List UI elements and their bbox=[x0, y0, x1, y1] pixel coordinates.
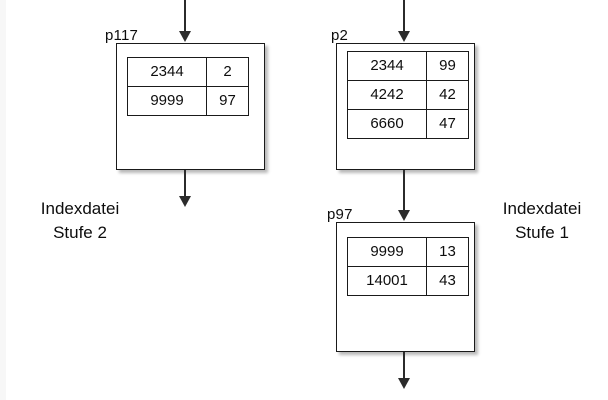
caption-right-line1: Indexdatei bbox=[502, 199, 582, 218]
page-label-p117: p117 bbox=[105, 27, 139, 44]
arrow-out-of-p117-head bbox=[179, 196, 191, 207]
entry-key: 2344 bbox=[347, 51, 427, 81]
entry-value: 2 bbox=[206, 57, 249, 87]
entry-value: 47 bbox=[426, 109, 469, 139]
caption-left-line2: Stufe 2 bbox=[53, 223, 107, 242]
entry-key: 9999 bbox=[127, 86, 207, 116]
entry-key: 6660 bbox=[347, 109, 427, 139]
table-row[interactable]: 9999 13 bbox=[347, 237, 469, 267]
entry-key: 9999 bbox=[347, 237, 427, 267]
page-label-p97: p97 bbox=[327, 206, 353, 223]
entry-key: 14001 bbox=[347, 266, 427, 296]
table-row[interactable]: 9999 97 bbox=[127, 86, 249, 116]
caption-right: Indexdatei Stufe 1 bbox=[487, 197, 597, 245]
arrow-into-p2-head bbox=[398, 31, 410, 42]
caption-left-line1: Indexdatei bbox=[40, 199, 120, 218]
caption-left: Indexdatei Stufe 2 bbox=[20, 197, 140, 245]
entry-table-p117: 2344 2 9999 97 bbox=[127, 57, 249, 116]
table-row[interactable]: 14001 43 bbox=[347, 266, 469, 296]
entry-value: 99 bbox=[426, 51, 469, 81]
arrow-out-of-p97-shaft bbox=[403, 352, 405, 380]
table-row[interactable]: 4242 42 bbox=[347, 80, 469, 110]
table-row[interactable]: 6660 47 bbox=[347, 109, 469, 139]
arrow-out-of-p117-shaft bbox=[184, 170, 186, 198]
entry-key: 2344 bbox=[127, 57, 207, 87]
entry-value: 42 bbox=[426, 80, 469, 110]
arrow-into-p2-shaft bbox=[403, 0, 405, 33]
page-edge-strip bbox=[0, 0, 6, 400]
entry-value: 97 bbox=[206, 86, 249, 116]
arrow-into-p117-shaft bbox=[184, 0, 186, 33]
table-row[interactable]: 2344 2 bbox=[127, 57, 249, 87]
arrow-p2-to-p97-head bbox=[398, 210, 410, 221]
entry-value: 13 bbox=[426, 237, 469, 267]
caption-right-line2: Stufe 1 bbox=[515, 223, 569, 242]
entry-key: 4242 bbox=[347, 80, 427, 110]
entry-table-p97: 9999 13 14001 43 bbox=[347, 237, 469, 296]
arrow-p2-to-p97-shaft bbox=[403, 170, 405, 212]
arrow-out-of-p97-head bbox=[398, 378, 410, 389]
entry-table-p2: 2344 99 4242 42 6660 47 bbox=[347, 51, 469, 139]
table-row[interactable]: 2344 99 bbox=[347, 51, 469, 81]
entry-value: 43 bbox=[426, 266, 469, 296]
arrow-into-p117-head bbox=[179, 31, 191, 42]
page-label-p2: p2 bbox=[331, 27, 349, 44]
